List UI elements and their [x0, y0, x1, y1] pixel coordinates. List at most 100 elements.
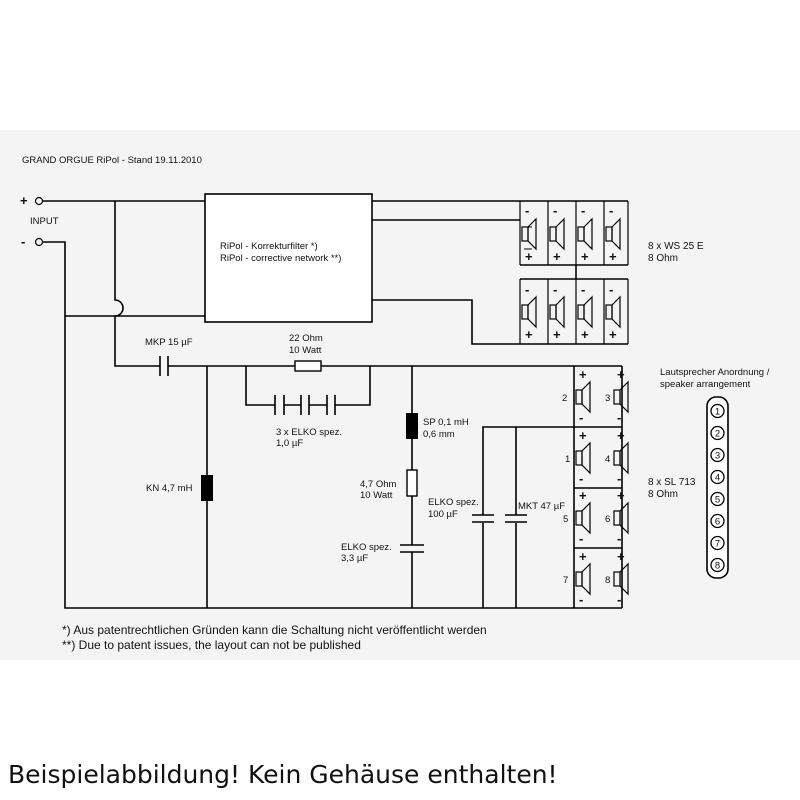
svg-text:+: +: [617, 488, 625, 503]
r47-label-line1: 4,7 Ohm: [360, 479, 397, 490]
svg-text:+: +: [581, 249, 589, 264]
arrangement-position-number: 3: [715, 451, 720, 462]
ws-speaker-6: [547, 279, 565, 344]
r47-resistor: [406, 469, 418, 497]
arrangement-position-circle: [710, 535, 725, 551]
svg-text:-: -: [579, 471, 583, 486]
ws-speaker-7: [575, 279, 593, 344]
filter-box-line1: RiPol - Korrekturfilter *): [220, 241, 318, 252]
sl-speaker-5: [575, 501, 591, 535]
svg-text:-: -: [617, 410, 621, 425]
svg-text:+: +: [609, 249, 617, 264]
sl-speaker-6: [613, 501, 629, 535]
svg-text:-: -: [579, 410, 583, 425]
svg-text:+: +: [579, 549, 587, 564]
input-minus-sign: -: [21, 234, 25, 249]
sp-inductor-label-line2: 0,6 mm: [423, 429, 455, 440]
filter-box-line2: RiPol - corrective network **): [220, 253, 341, 264]
svg-text:+: +: [553, 327, 561, 342]
svg-text:+: +: [581, 327, 589, 342]
arrangement-position-circle: [710, 513, 725, 529]
arrangement-position-number: 1: [715, 407, 720, 418]
arrangement-position-circle: [710, 425, 725, 441]
elko3-label-line2: 1,0 µF: [276, 438, 303, 449]
sl-number-3: 3: [605, 393, 610, 404]
arrangement-position-circle: [710, 491, 725, 507]
svg-text:+: +: [617, 549, 625, 564]
elko33-gap: [405, 545, 419, 552]
r22-resistor: [294, 360, 322, 372]
sl-number-7: 7: [563, 575, 568, 586]
sl-speaker-3: [613, 380, 629, 414]
svg-text:-: -: [525, 282, 529, 297]
sl-polarity-marks: ++ -- ++ -- ++ -- ++ --: [579, 367, 625, 607]
ws-speaker-8: [603, 279, 629, 344]
sl-speaker-2: [575, 380, 591, 414]
sl-group-impedance: 8 Ohm: [648, 489, 678, 500]
sl-speaker-7: [575, 562, 591, 596]
arrangement-position-number: 7: [715, 539, 720, 550]
schematic-panel: [0, 130, 800, 660]
svg-text:-: -: [579, 531, 583, 546]
arrangement-column: [706, 396, 729, 579]
ws-speaker-3: [575, 201, 593, 265]
arrangement-position-circle: [710, 469, 725, 485]
arrangement-label-line1: Lautsprecher Anordnung /: [660, 367, 770, 378]
filter-box: [204, 193, 373, 323]
input-plus-sign: +: [20, 193, 28, 208]
sl-number-4: 4: [605, 454, 610, 465]
sl-speaker-8: [613, 562, 629, 596]
svg-text:-: -: [617, 592, 621, 607]
input-plus-terminal: [34, 196, 44, 206]
svg-text:-: -: [581, 282, 585, 297]
elko3-label-line1: 3 x ELKO spez.: [276, 427, 342, 438]
sl-group-label: 8 x SL 713: [648, 477, 696, 488]
elko100-capacitor: [472, 514, 494, 523]
arrangement-position-circle: [710, 557, 725, 573]
arrangement-label-line2: speaker arrangement: [660, 379, 751, 390]
r22-label-line2: 10 Watt: [289, 345, 322, 356]
svg-text:-: -: [609, 282, 613, 297]
svg-text:-: -: [579, 592, 583, 607]
arrangement-position-number: 6: [715, 517, 720, 528]
sl-number-8: 8: [605, 575, 610, 586]
ws-group-impedance: 8 Ohm: [648, 253, 678, 264]
svg-text:+: +: [553, 249, 561, 264]
ws-speaker-5: [519, 279, 537, 344]
svg-text:+: +: [525, 327, 533, 342]
sl-number-5: 5: [563, 514, 568, 525]
ws-speaker-group: ---- ++++ ---- ++++: [519, 200, 629, 345]
kn-inductor: [201, 475, 213, 501]
elko33-capacitor: [400, 544, 424, 553]
mkt47-capacitor: [505, 514, 527, 523]
arrangement-position-number: 5: [715, 495, 720, 506]
elko33-label-line1: ELKO spez.: [341, 542, 392, 553]
elko3-bypass-wire: [245, 366, 371, 406]
ws-row-top: ---- ++++: [519, 201, 629, 265]
svg-text:-: -: [581, 203, 585, 218]
note-german: *) Aus patentrechtlichen Gründen kann di…: [62, 623, 487, 637]
svg-text:+: +: [617, 367, 625, 382]
arrangement-position-number: 8: [715, 561, 720, 572]
svg-text:+: +: [579, 367, 587, 382]
sl-number-1: 1: [565, 454, 570, 465]
sl-speaker-4: [613, 441, 629, 475]
svg-text:-: -: [617, 531, 621, 546]
sl-number-2: 2: [562, 393, 567, 404]
svg-text:-: -: [553, 282, 557, 297]
elko100-label-line2: 100 µF: [428, 509, 458, 520]
arrangement-position-circle: [710, 403, 725, 419]
sl-number-6: 6: [605, 514, 610, 525]
mkp-capacitor-label: MKP 15 µF: [145, 337, 193, 348]
svg-text:-: -: [617, 471, 621, 486]
svg-text:-: -: [553, 203, 557, 218]
svg-text:+: +: [525, 249, 533, 264]
diagram-title: GRAND ORGUE RiPol - Stand 19.11.2010: [22, 155, 202, 166]
sl-speaker-1: [575, 441, 591, 475]
ws-speaker-1: [519, 201, 537, 265]
input-minus-terminal: [34, 237, 44, 247]
mkt47-label: MKT 47 µF: [518, 501, 565, 512]
arrangement-position-number: 2: [715, 429, 720, 440]
svg-text:-: -: [525, 203, 529, 218]
